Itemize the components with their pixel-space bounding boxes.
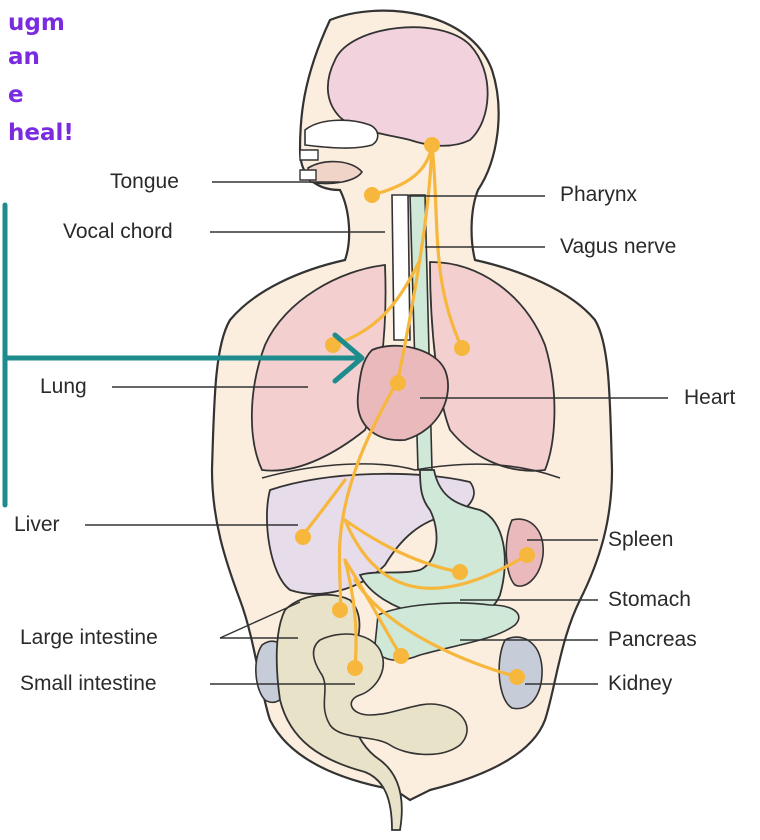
nerve-dot <box>509 669 525 685</box>
nerve-dot <box>364 187 380 203</box>
nerve-dot <box>347 660 363 676</box>
nasal-cavity <box>305 120 378 148</box>
nerve-dot <box>390 375 406 391</box>
nerve-dot <box>519 547 535 563</box>
nerve-dot <box>452 564 468 580</box>
label-stomach: Stomach <box>608 589 691 610</box>
label-spleen: Spleen <box>608 529 673 550</box>
label-heart: Heart <box>684 387 735 408</box>
label-vagus-nerve: Vagus nerve <box>560 236 676 257</box>
label-vocal-chord: Vocal chord <box>63 221 173 242</box>
heading-line-4: heal! <box>8 122 74 145</box>
heading-line-2: an <box>8 46 40 69</box>
label-liver: Liver <box>14 514 60 535</box>
label-small-intestine: Small intestine <box>20 673 157 694</box>
label-lung: Lung <box>40 376 87 397</box>
nerve-dot <box>295 529 311 545</box>
label-kidney: Kidney <box>608 673 672 694</box>
label-tongue: Tongue <box>110 171 179 192</box>
label-large-intestine: Large intestine <box>20 627 158 648</box>
nerve-dot <box>332 602 348 618</box>
trachea <box>392 195 410 340</box>
heading-line-1: ugm <box>8 12 65 35</box>
nerve-dot <box>393 648 409 664</box>
nerve-dot <box>454 340 470 356</box>
heading-line-3: e <box>8 84 24 107</box>
nerve-dot <box>424 137 440 153</box>
label-pancreas: Pancreas <box>608 629 697 650</box>
label-pharynx: Pharynx <box>560 184 637 205</box>
